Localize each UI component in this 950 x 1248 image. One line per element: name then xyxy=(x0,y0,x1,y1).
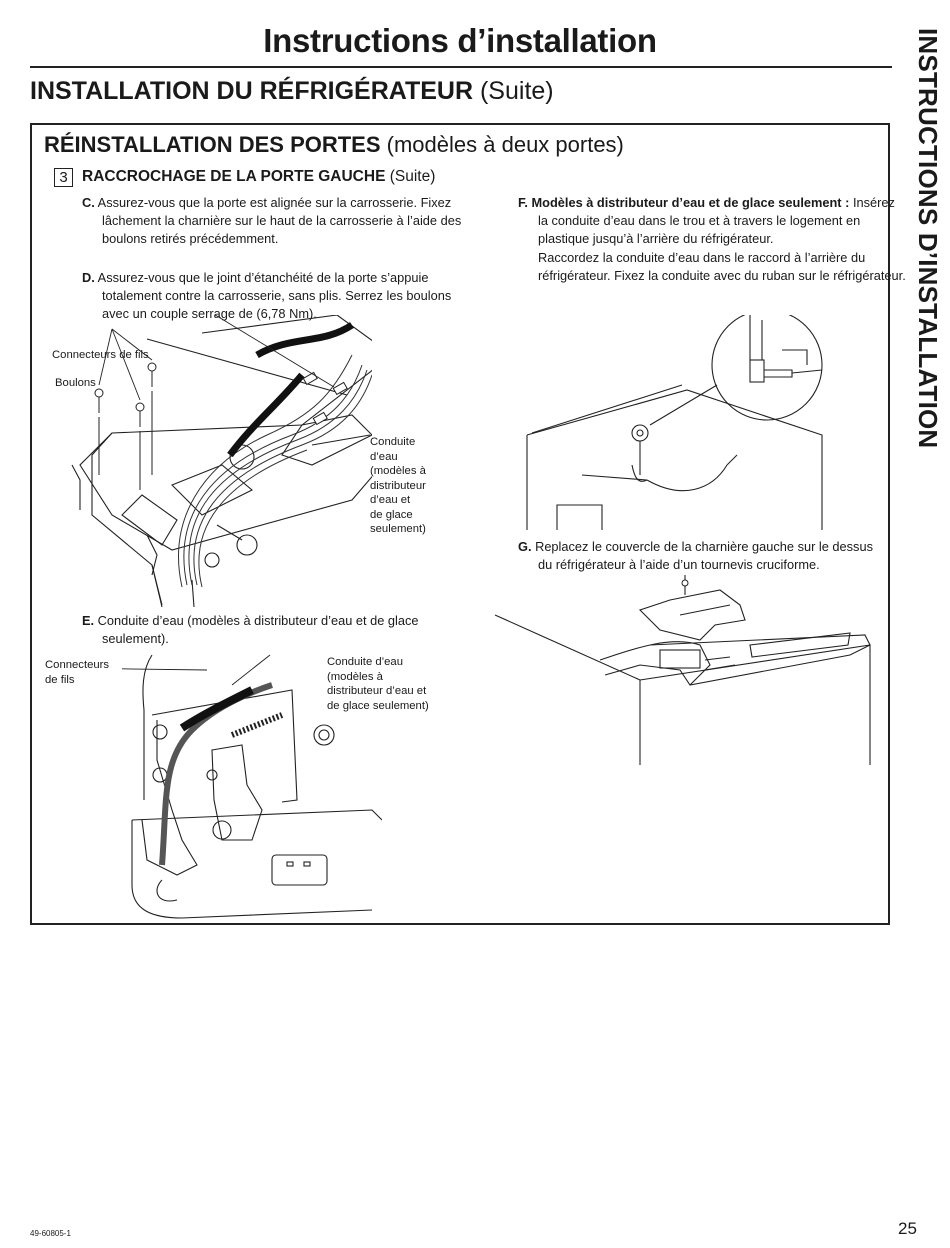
fig2-water-line-1: Conduite d’eau xyxy=(327,656,404,668)
step-g: G. Replacez le couvercle de la charnière… xyxy=(518,538,888,574)
fig1-water-line-1: Conduite xyxy=(370,436,416,448)
fig2-water-line-2: (modèles à xyxy=(327,670,383,683)
fig2-label-wire-connectors: Connecteurs de fils xyxy=(45,658,109,687)
fig2-wire-connectors-2: de fils xyxy=(45,673,75,686)
step-c: C. Assurez-vous que la porte est alignée… xyxy=(82,194,472,249)
water-fitting-illustration xyxy=(526,315,823,530)
fig1-water-line-2: d’eau xyxy=(370,450,398,463)
step-f-text2: Raccordez la conduite d’eau dans le racc… xyxy=(538,249,906,283)
step-e-letter: E. xyxy=(82,613,95,628)
fig2-water-line-4: de glace seulement) xyxy=(327,699,429,712)
step-g-letter: G. xyxy=(518,539,532,554)
fig1-label-water-line: Conduite d’eau (modèles à distributeur d… xyxy=(370,435,426,537)
fig1-water-line-3: (modèles à xyxy=(370,465,426,477)
step-d-letter: D. xyxy=(82,270,95,285)
instruction-box: RÉINSTALLATION DES PORTES (modèles à deu… xyxy=(30,123,906,925)
step-c-letter: C. xyxy=(82,195,95,210)
fig1-label-bolts: Boulons xyxy=(55,377,96,389)
page-title: Instructions d’installation xyxy=(263,22,657,59)
step-f-lead: F. Modèles à distributeur d’eau et de gl… xyxy=(518,195,850,210)
section-title-main: INSTALLATION DU RÉFRIGÉRATEUR xyxy=(30,77,474,105)
screw-icon xyxy=(681,579,689,587)
fig2-label-water-line: Conduite d’eau (modèles à distributeur d… xyxy=(327,655,429,713)
fig1-water-line-4: distributeur xyxy=(370,479,426,492)
fig1-water-line-6: de glace xyxy=(370,508,413,521)
step-d-text: Assurez-vous que le joint d’étanchéité d… xyxy=(97,270,452,322)
step-g-text: Replacez le couvercle de la charnière ga… xyxy=(535,539,873,573)
step-title-main: RACCROCHAGE DE LA PORTE GAUCHE xyxy=(82,168,386,185)
step-title: RACCROCHAGE DE LA PORTE GAUCHE (Suite) xyxy=(82,168,435,186)
bolt-icon xyxy=(94,362,157,490)
step-number: 3 xyxy=(54,168,73,187)
fig1-water-line-7: seulement) xyxy=(370,523,426,535)
fig2-water-line-3: distributeur d’eau et xyxy=(327,685,427,697)
step-e: E. Conduite d’eau (modèles à distributeu… xyxy=(82,612,472,648)
step-d: D. Assurez-vous que le joint d’étanchéit… xyxy=(82,269,468,324)
side-title: INSTRUCTIONS D’INSTALLATION xyxy=(913,28,943,449)
box-title: RÉINSTALLATION DES PORTES (modèles à deu… xyxy=(44,132,624,158)
hinge-cover-illustration xyxy=(494,575,871,765)
hinge-wiring-illustration xyxy=(71,315,372,607)
step-title-sub: (Suite) xyxy=(389,168,436,185)
title-rule xyxy=(30,66,892,68)
document-code: 49-60805-1 xyxy=(30,1229,71,1238)
section-title: INSTALLATION DU RÉFRIGÉRATEUR (Suite) xyxy=(30,77,554,106)
box-title-sub: (modèles à deux portes) xyxy=(386,132,624,157)
step-f: F. Modèles à distributeur d’eau et de gl… xyxy=(518,194,906,285)
step-f-text: Insérez la conduite d’eau dans le trou e… xyxy=(538,195,895,247)
fig2-wire-connectors-1: Connecteurs xyxy=(45,659,110,671)
fig1-water-line-5: d’eau et xyxy=(370,494,411,506)
step-c-text: Assurez-vous que la porte est alignée su… xyxy=(97,195,462,247)
step-e-text: Conduite d’eau (modèles à distributeur d… xyxy=(97,613,419,647)
side-title-container: INSTRUCTIONS D’INSTALLATION xyxy=(908,28,948,588)
hinge-closeup-illustration xyxy=(122,654,382,919)
page-number: 25 xyxy=(898,1219,917,1238)
box-title-main: RÉINSTALLATION DES PORTES xyxy=(44,132,381,157)
section-title-sub: (Suite) xyxy=(479,77,554,105)
fig1-label-wire-connectors: Connecteurs de fils xyxy=(52,349,149,361)
